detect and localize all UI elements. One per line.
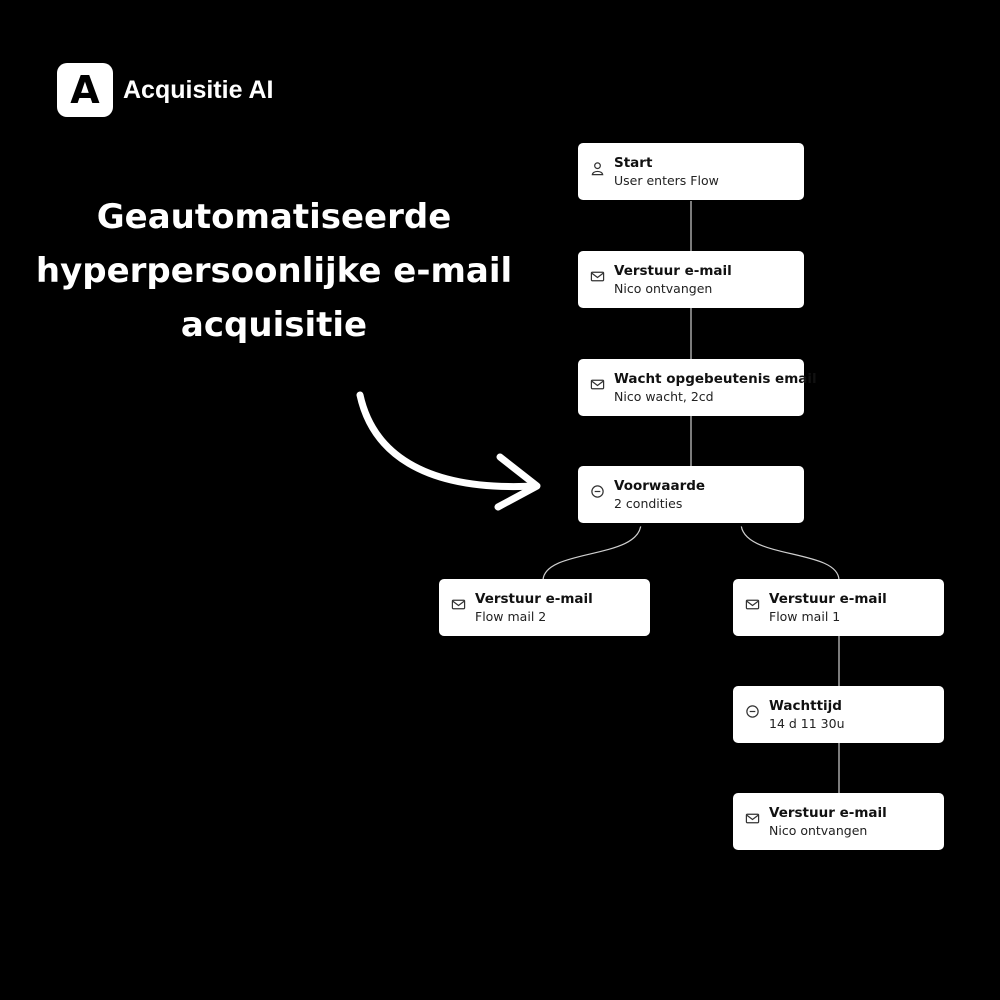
node-wait-time[interactable]: Wachttijd 14 d 11 30u: [733, 686, 944, 743]
connector-condition-right: [740, 522, 840, 581]
brand: A Acquisitie AI: [57, 63, 274, 117]
node-title: Voorwaarde: [614, 478, 706, 494]
node-title: Verstuur e-mail: [614, 263, 732, 279]
node-title: Start: [614, 155, 653, 171]
node-subtitle: Nico ontvangen: [769, 823, 868, 838]
node-send-email-final[interactable]: Verstuur e-mail Nico ontvangen: [733, 793, 944, 850]
minus-circle-icon: [591, 485, 604, 498]
node-title: Verstuur e-mail: [769, 805, 887, 821]
node-subtitle: Nico ontvangen: [614, 281, 713, 296]
mail-icon: [745, 599, 760, 610]
node-send-flow-mail-2[interactable]: Verstuur e-mail Flow mail 2: [439, 579, 650, 636]
mail-icon: [590, 271, 605, 282]
node-title: Wacht opgebeutenis email: [614, 371, 817, 387]
mail-icon: [590, 379, 605, 390]
logo: A: [57, 63, 113, 117]
node-condition[interactable]: Voorwaarde 2 condities: [578, 466, 804, 523]
headline-line-3: acquisitie: [180, 305, 368, 345]
node-start[interactable]: Start User enters Flow: [578, 143, 804, 200]
user-icon: [591, 162, 604, 176]
connector-condition-left: [542, 522, 642, 581]
node-title: Wachttijd: [769, 698, 842, 714]
node-title: Verstuur e-mail: [475, 591, 593, 607]
minus-circle-icon: [746, 705, 759, 718]
brand-name: Acquisitie AI: [123, 75, 274, 104]
node-send-flow-mail-1[interactable]: Verstuur e-mail Flow mail 1: [733, 579, 944, 636]
headline: Geautomatiseerde hyperpersoonlijke e-mai…: [0, 190, 548, 352]
mail-icon: [451, 599, 466, 610]
node-subtitle: Nico wacht, 2cd: [614, 389, 714, 404]
pointer-arrowhead: [494, 453, 541, 511]
headline-line-1: Geautomatiseerde: [96, 197, 452, 237]
mail-icon: [745, 813, 760, 824]
node-title: Verstuur e-mail: [769, 591, 887, 607]
node-subtitle: 14 d 11 30u: [769, 716, 845, 731]
node-subtitle: 2 condities: [614, 496, 683, 511]
node-send-email-1[interactable]: Verstuur e-mail Nico ontvangen: [578, 251, 804, 308]
node-subtitle: User enters Flow: [614, 173, 719, 188]
pointer-arrow: [356, 391, 539, 491]
headline-line-2: hyperpersoonlijke e-mail: [35, 251, 513, 291]
node-wait-event[interactable]: Wacht opgebeutenis email Nico wacht, 2cd: [578, 359, 817, 416]
node-subtitle: Flow mail 2: [475, 609, 547, 624]
node-subtitle: Flow mail 1: [769, 609, 841, 624]
